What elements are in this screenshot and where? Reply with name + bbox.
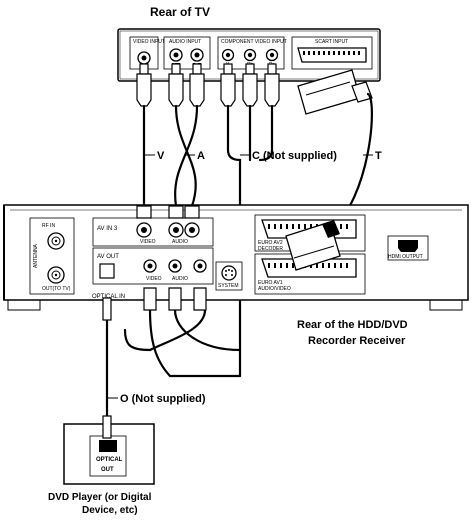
cable-label-v: V bbox=[157, 150, 165, 162]
cable-label-c: C (Not supplied) bbox=[252, 150, 337, 162]
avin3-video-jack[interactable] bbox=[136, 222, 152, 238]
tv-title: Rear of TV bbox=[150, 5, 210, 19]
euro-av1-label: EURO AV1 bbox=[258, 280, 283, 286]
tv-audio-input-label: AUDIO INPUT bbox=[169, 39, 201, 45]
tv-video-input-label: VIDEO INPUT bbox=[133, 39, 165, 45]
hdmi-output-label: HDMI OUTPUT bbox=[388, 254, 423, 260]
av-out-video-label: VIDEO bbox=[146, 276, 162, 282]
avin3-label: AV IN 3 bbox=[97, 226, 118, 232]
decoder-label: DECODER bbox=[258, 246, 283, 252]
dvd-caption-line1: DVD Player (or Digital bbox=[48, 492, 152, 503]
rf-out-jack[interactable] bbox=[47, 266, 65, 284]
optical-in-port[interactable] bbox=[99, 263, 115, 279]
avin3-audio-label: AUDIO bbox=[172, 239, 188, 245]
optical-out-port[interactable] bbox=[99, 440, 117, 452]
rf-in-jack[interactable] bbox=[47, 232, 65, 250]
euro-av2-label: EURO AV2 bbox=[258, 240, 283, 246]
avin3-video-label: VIDEO bbox=[140, 239, 156, 245]
tv-component-label: COMPONENT VIDEO INPUT bbox=[221, 39, 287, 45]
hdmi-port[interactable] bbox=[387, 235, 429, 261]
avin3-audio-l-jack[interactable] bbox=[168, 222, 184, 238]
dvd-optical-label: OPTICAL bbox=[96, 457, 123, 463]
tv-audio-r-jack[interactable] bbox=[190, 48, 204, 62]
cable-label-o: O (Not supplied) bbox=[120, 393, 206, 405]
system-label: SYSTEM bbox=[218, 283, 239, 289]
tv-scart-label: SCART INPUT bbox=[315, 39, 348, 45]
recorder-input-plugs bbox=[136, 205, 200, 219]
tv-scart-socket[interactable] bbox=[297, 47, 367, 63]
optical-in-label: OPTICAL IN bbox=[92, 294, 125, 300]
recorder-panel: ANTENNA RF IN OUT(TO TV) AV IN 3 VIDEO bbox=[3, 204, 469, 311]
antenna-label: ANTENNA bbox=[33, 243, 39, 268]
av-out-label: AV OUT bbox=[97, 254, 119, 260]
cable-label-a: A bbox=[197, 150, 205, 162]
dvd-caption-line2: Device, etc) bbox=[82, 505, 138, 516]
av-out-audio-l-jack[interactable] bbox=[168, 259, 182, 273]
av-out-video-jack[interactable] bbox=[143, 259, 157, 273]
tv-comp-y-jack[interactable] bbox=[221, 48, 235, 62]
av-out-audio-label: AUDIO bbox=[172, 276, 188, 282]
dvd-out-label: OUT bbox=[101, 467, 114, 473]
recorder-output-plugs bbox=[143, 287, 207, 311]
cable-label-t: T bbox=[375, 150, 382, 162]
tv-comp-pb-jack[interactable] bbox=[243, 48, 257, 62]
recorder-title-line2: Recorder Receiver bbox=[308, 335, 406, 347]
optical-plug-dvd bbox=[102, 415, 112, 439]
cables bbox=[105, 92, 373, 420]
tv-side-plugs bbox=[136, 63, 280, 107]
rf-in-label: RF IN bbox=[42, 223, 55, 229]
recorder-scart-plug bbox=[285, 220, 341, 271]
av-out-audio-r-jack[interactable] bbox=[193, 259, 207, 273]
recorder-title-line1: Rear of the HDD/DVD bbox=[297, 319, 408, 331]
optical-plug-recorder bbox=[102, 297, 112, 321]
tv-audio-l-jack[interactable] bbox=[169, 48, 183, 62]
audio-video-label: AUDIO/VIDEO bbox=[258, 286, 291, 292]
rf-out-label: OUT(TO TV) bbox=[42, 286, 71, 292]
tv-video-jack[interactable] bbox=[137, 51, 151, 65]
system-connector[interactable] bbox=[221, 265, 237, 281]
avin3-audio-r-jack[interactable] bbox=[184, 222, 200, 238]
tv-comp-pr-jack[interactable] bbox=[265, 48, 279, 62]
tv-panel: VIDEO INPUT AUDIO INPUT L R COMPONENT VI… bbox=[117, 28, 381, 82]
tv-scart-plug bbox=[297, 69, 373, 115]
